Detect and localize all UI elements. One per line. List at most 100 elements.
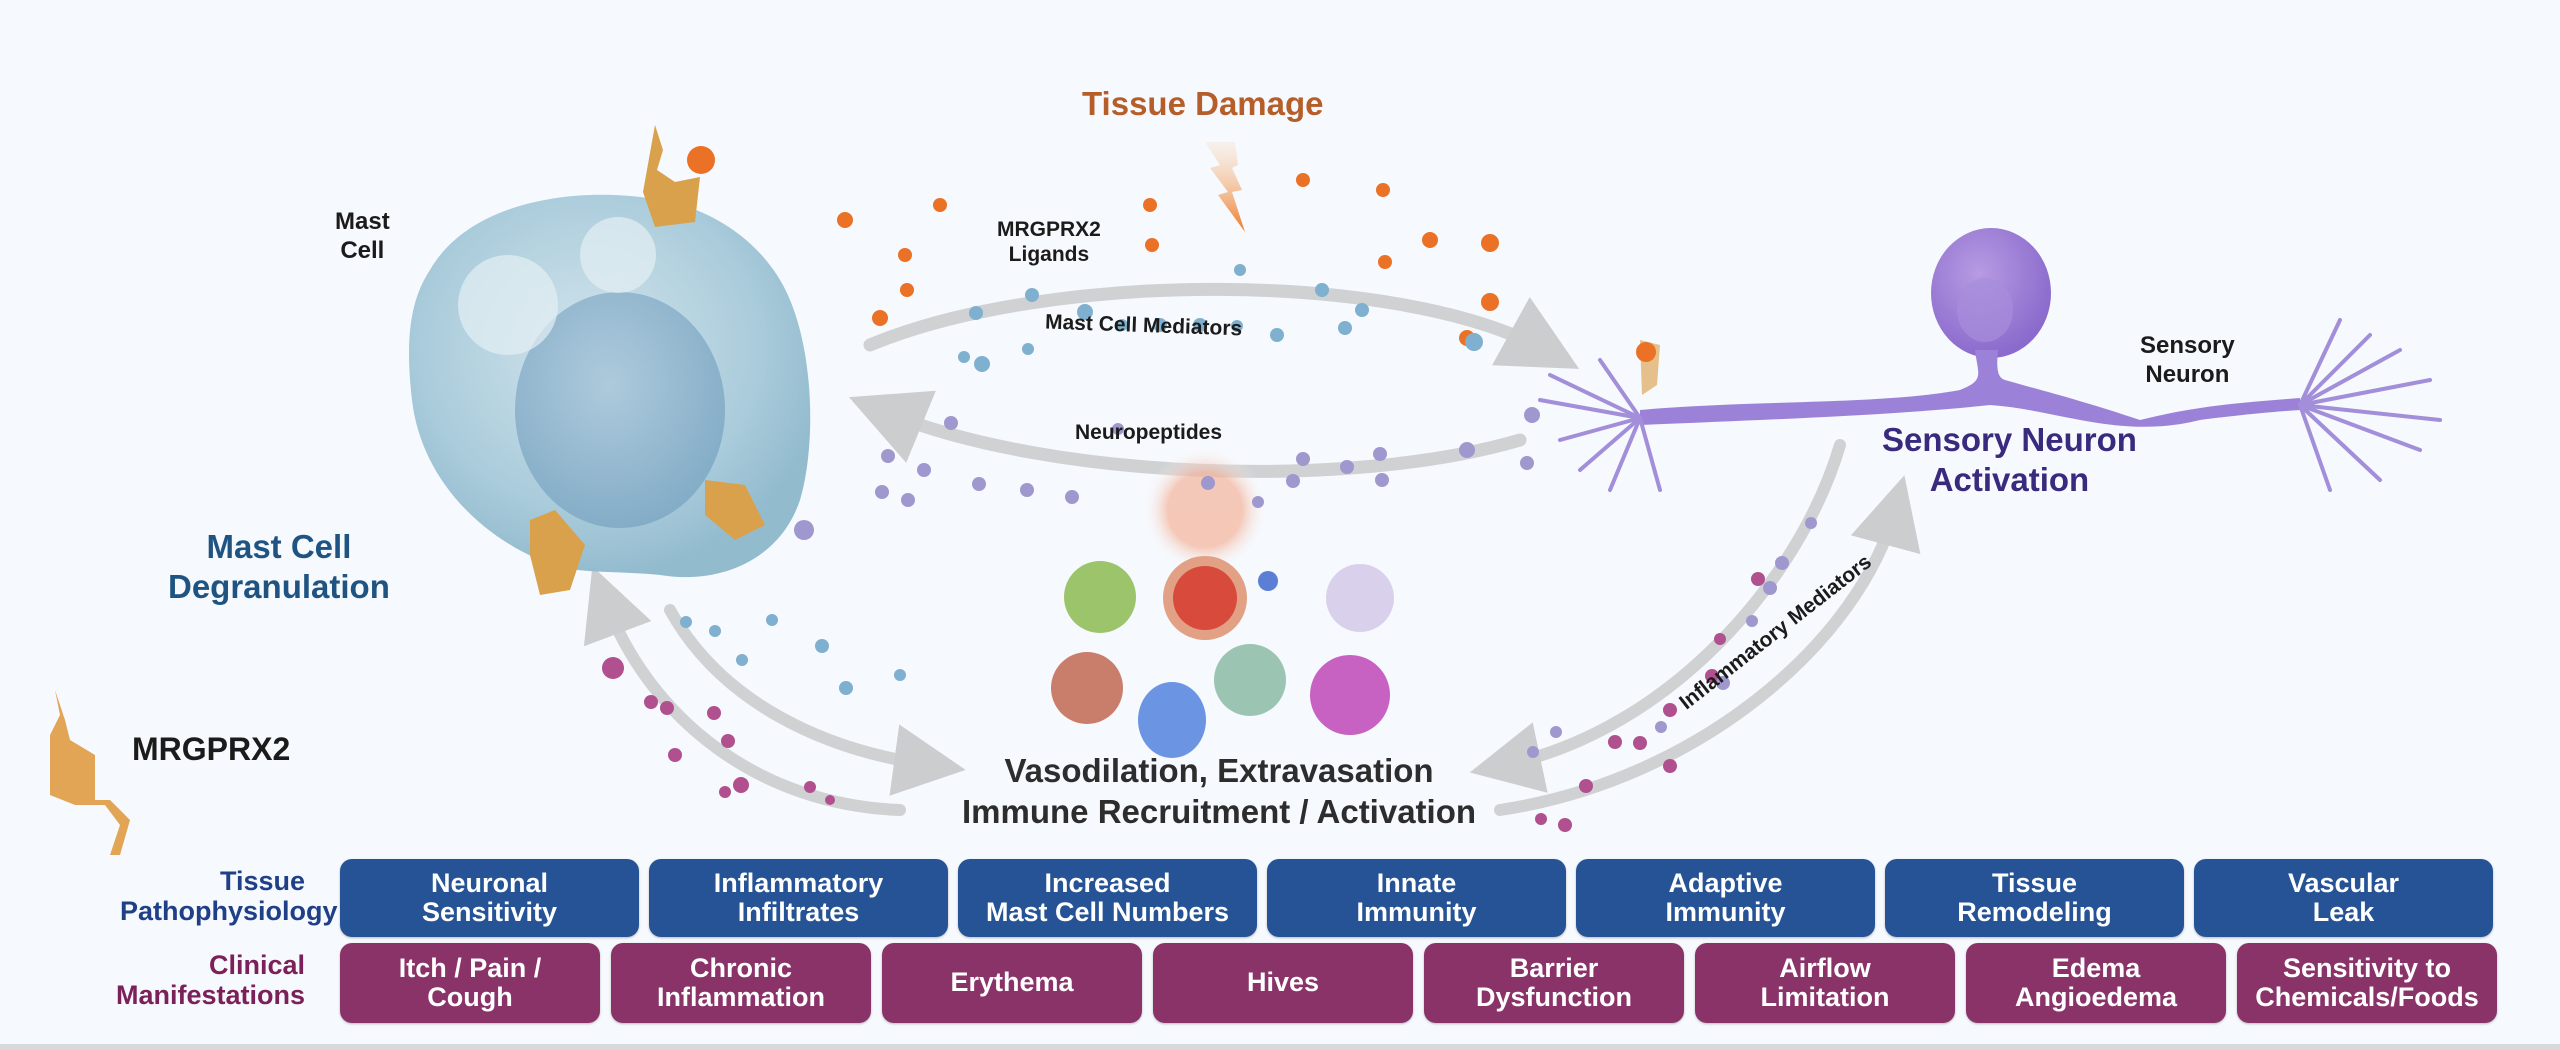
particle-dot — [898, 248, 912, 262]
particle-dot — [900, 283, 914, 297]
particle-dot — [1153, 318, 1167, 332]
particle-dot — [872, 310, 888, 326]
lightning-bolt-icon — [1205, 142, 1245, 232]
particle-dot — [881, 449, 895, 463]
particle-dot — [875, 485, 889, 499]
particle-dot — [1579, 779, 1593, 793]
particle-dot — [1465, 333, 1483, 351]
mediator-particles — [602, 173, 1817, 832]
immune-cell-dendritic — [1310, 655, 1390, 735]
particle-dot — [1022, 343, 1034, 355]
particle-dot — [1373, 447, 1387, 461]
particle-dot — [1143, 198, 1157, 212]
particle-dot — [837, 212, 853, 228]
particle-dot — [1763, 581, 1777, 595]
particle-dot — [1296, 173, 1310, 187]
immune-cell-brown — [1051, 652, 1123, 724]
particle-dot — [1746, 615, 1758, 627]
particle-dot — [644, 695, 658, 709]
immune-cells-cluster — [1051, 448, 1394, 758]
immune-cell-green — [1064, 561, 1136, 633]
particle-dot — [1775, 556, 1789, 570]
neuropeptides-label: Neuropeptides — [1075, 421, 1223, 444]
particle-dot — [1234, 264, 1246, 276]
particle-dot — [1025, 288, 1039, 302]
particle-dot — [1535, 813, 1547, 825]
particle-dot — [944, 416, 958, 430]
tissue-damage-title: Tissue Damage — [1082, 85, 1324, 122]
particle-dot — [1608, 735, 1622, 749]
particle-dot — [1527, 746, 1539, 758]
particle-dot — [766, 614, 778, 626]
clinical-box-itch-pain-cough: Itch / Pain /Cough — [340, 943, 600, 1023]
arrow-mediators-to-neuron — [863, 282, 1580, 369]
particle-dot — [602, 657, 624, 679]
immune-cell-teal — [1214, 644, 1286, 716]
particle-dot — [1714, 633, 1726, 645]
mrgprx2-receptors — [530, 125, 765, 595]
mrgprx2-legend-label: MRGPRX2 — [132, 731, 291, 767]
immune-cell-lilac — [1326, 564, 1394, 632]
particle-dot — [1252, 496, 1264, 508]
particle-dot — [1296, 452, 1310, 466]
particle-dot — [933, 198, 947, 212]
immune-cell-blue — [1138, 682, 1206, 758]
particle-dot — [1805, 517, 1817, 529]
particle-dot — [1663, 703, 1677, 717]
particle-dot — [1524, 407, 1540, 423]
particle-dot — [1481, 234, 1499, 252]
particle-dot — [719, 786, 731, 798]
particle-dot — [1201, 476, 1215, 490]
particle-dot — [1558, 818, 1572, 832]
particle-dot — [1633, 736, 1647, 750]
particle-dot — [815, 639, 829, 653]
particle-dot — [1145, 238, 1159, 252]
bottom-border — [0, 1044, 2560, 1050]
particle-dot — [1340, 460, 1354, 474]
particle-dot — [1716, 676, 1730, 690]
particle-dot — [1270, 328, 1284, 342]
particle-dot — [680, 616, 692, 628]
particle-dot — [917, 463, 931, 477]
mrgprx2-receptor-icon — [50, 690, 130, 855]
particle-dot — [1375, 473, 1389, 487]
particle-dot — [1020, 483, 1034, 497]
particle-dot — [660, 701, 674, 715]
particle-dot — [1231, 320, 1243, 332]
particle-dot — [1751, 572, 1765, 586]
particle-dot — [894, 669, 906, 681]
particle-dot — [1481, 293, 1499, 311]
particle-dot — [969, 306, 983, 320]
particle-dot — [1376, 183, 1390, 197]
particle-dot — [1116, 319, 1128, 331]
particle-dot — [958, 351, 970, 363]
particle-dot — [1550, 726, 1562, 738]
sensory-neuron-illustration — [1538, 228, 2442, 492]
particle-dot — [733, 777, 749, 793]
particle-dot — [709, 625, 721, 637]
arrow-outcome-to-neuron — [1494, 475, 1921, 816]
particle-dot — [668, 748, 682, 762]
arrow-outcome-to-mast-cell — [583, 566, 906, 816]
particle-dot — [707, 706, 721, 720]
particle-dot — [1338, 321, 1352, 335]
particle-dot — [1355, 303, 1369, 317]
